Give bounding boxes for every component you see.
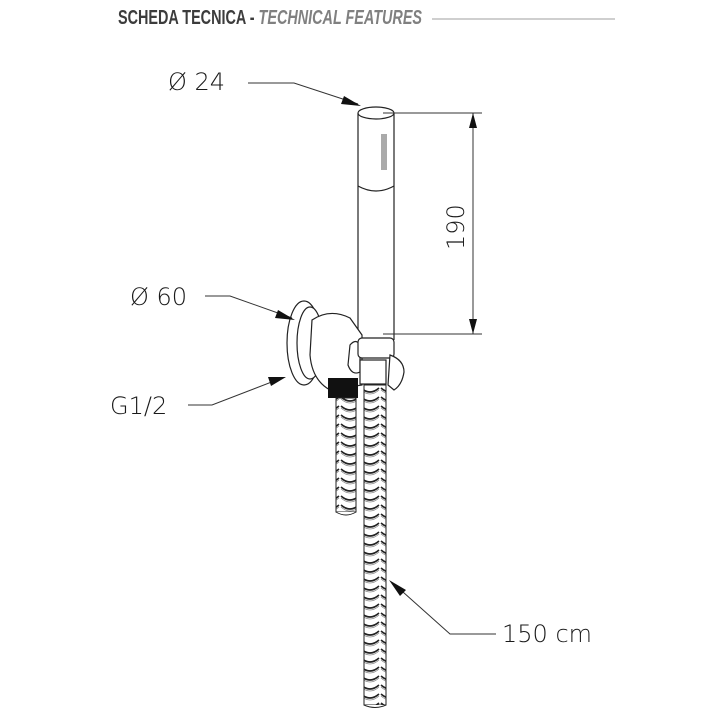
hose-short [335,397,357,516]
label-hose-length: 150 cm [502,620,593,648]
label-wall-plate-diameter: Ø 60 [130,283,188,311]
leader-hose-length [389,580,496,635]
header-rule [432,18,615,20]
spray-nozzles-icon [381,134,387,170]
shower-holder [347,337,405,391]
leader-diameter-24 [248,82,361,106]
label-connection-thread: G1/2 [110,392,168,420]
page-header: SCHEDA TECNICA - TECHNICAL FEATURES [118,7,422,30]
header-title-english: TECHNICAL FEATURES [258,7,423,29]
header-title-italian: SCHEDA TECNICA [118,7,246,29]
header-separator: - [249,7,255,29]
leader-g12 [188,377,286,406]
label-hand-shower-diameter: Ø 24 [168,68,226,96]
leader-diameter-60 [205,295,295,320]
hand-shower [357,106,395,340]
hose-long [363,384,387,708]
dimension-190 [383,112,482,335]
label-hand-shower-length: 190 [442,204,470,250]
wall-outlet [286,300,363,398]
